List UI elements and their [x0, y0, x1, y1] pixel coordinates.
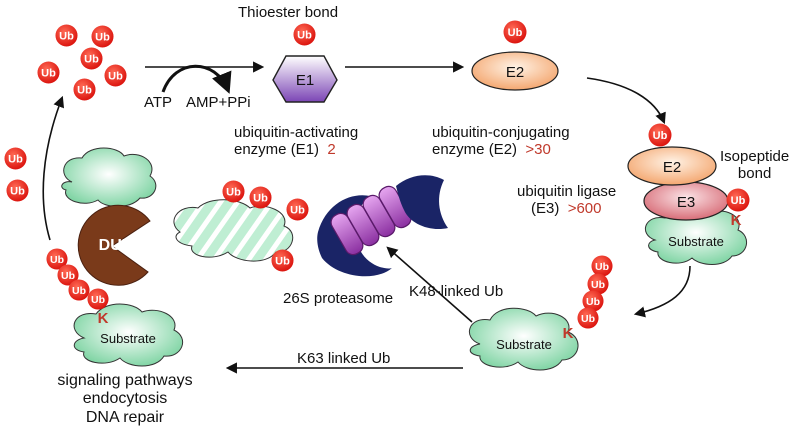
svg-text:Substrate: Substrate: [100, 331, 156, 346]
proteasome-core: [330, 185, 412, 256]
e1-enzyme: E1 Ub: [272, 23, 338, 103]
atp-label: ATP: [144, 94, 173, 111]
arrow-e3-to-polyub: [633, 265, 691, 318]
ubiquitin: Ub: [55, 24, 78, 47]
ubiquitin: Ub: [8, 154, 23, 166]
proteasome-label: 26S proteasome: [283, 290, 394, 307]
svg-text:Ub: Ub: [95, 32, 110, 44]
e3-description: ubiquitin ligase (E3) >600: [517, 183, 617, 218]
ubiquitin: Ub: [297, 30, 312, 42]
e1-description: ubiquitin-activating enzyme (E1) 2: [234, 124, 359, 159]
ubiquitin: Ub: [50, 254, 64, 266]
hatched-substrate: [173, 199, 294, 262]
ubiquitin: Ub: [595, 261, 609, 273]
ubiquitin: Ub: [91, 25, 114, 48]
e2-count: >30: [525, 141, 551, 159]
recycled-ubiquitin: Ub Ub: [4, 147, 29, 202]
degraded-substrate: Ub Ub Ub Ub: [173, 180, 309, 272]
polyubiquitinated-substrate: Substrate K Ub Ub Ub Ub: [469, 255, 613, 371]
k63-substrate: Substrate K Ub Ub Ub Ub: [46, 248, 184, 367]
ubiquitin: Ub: [104, 64, 127, 87]
arrow-k48-to-proteasome: [386, 246, 473, 323]
ubiquitin: Ub: [10, 186, 25, 198]
dub-enzyme: DUB: [77, 204, 151, 286]
svg-text:Ub: Ub: [59, 31, 74, 43]
e2-ellipse: [471, 51, 559, 91]
arrow-e2-to-e3: [586, 77, 666, 125]
ubiquitin: Ub: [581, 313, 595, 325]
outcome-item: DNA repair: [85, 408, 165, 426]
ubiquitin: Ub: [508, 27, 523, 39]
svg-text:E2: E2: [506, 64, 524, 81]
svg-text:Ub: Ub: [77, 85, 92, 97]
svg-text:Ub: Ub: [108, 71, 123, 83]
isopeptide-bond-label: Isopeptide bond: [720, 148, 790, 183]
lysine-label: K: [731, 212, 742, 229]
ubiquitin: Ub: [37, 61, 60, 84]
e2-e3-substrate-complex: Substrate E3 E2 Ub Ub K: [627, 123, 750, 265]
substrate-cloud: [469, 307, 579, 371]
arrow-recycle-ub: [42, 95, 65, 241]
svg-text:E3: E3: [677, 194, 695, 211]
ubiquitin: Ub: [586, 296, 600, 308]
k48-label: K48-linked Ub: [409, 283, 504, 300]
amp-ppi-label: AMP+PPi: [186, 94, 251, 111]
ubiquitin: Ub: [73, 78, 96, 101]
dub-pacman: [77, 204, 151, 286]
substrate-cloud: [73, 303, 184, 367]
svg-text:E1: E1: [296, 72, 314, 89]
ubiquitin: Ub: [226, 187, 241, 199]
proteasome: [317, 175, 448, 277]
ubiquitin: Ub: [591, 279, 605, 291]
arrows: [42, 61, 691, 374]
ubiquitin: Ub: [290, 205, 305, 217]
svg-text:DUB: DUB: [99, 237, 134, 254]
atp-consumption-arrow: [161, 64, 232, 94]
ubiquitin: Ub: [72, 285, 86, 297]
ubiquitin: Ub: [253, 193, 268, 205]
lysine-label: K: [98, 310, 109, 327]
svg-text:Substrate: Substrate: [668, 234, 724, 249]
k63-label: K63 linked Ub: [297, 350, 391, 367]
ubiquitin: Ub: [91, 294, 105, 306]
e1-hexagon: [272, 55, 338, 103]
e1-count: 2: [327, 141, 336, 159]
proteasome-cap-right: [396, 175, 448, 230]
e2-enzyme: E2 Ub: [471, 20, 559, 91]
cellular-outcomes: signaling pathways endocytosis DNA repai…: [40, 372, 210, 427]
e3-count: >600: [567, 200, 602, 218]
e2-ellipse: [627, 146, 717, 186]
thioester-bond-label: Thioester bond: [238, 4, 339, 21]
lysine-label: K: [563, 325, 574, 342]
svg-text:Substrate: Substrate: [496, 337, 552, 352]
svg-text:Ub: Ub: [41, 68, 56, 80]
ubiquitin: Ub: [275, 256, 290, 268]
svg-text:E2: E2: [663, 159, 681, 176]
free-substrate-cloud: [61, 147, 157, 207]
ubiquitin: Ub: [80, 47, 103, 70]
e2-description: ubiquitin-conjugating enzyme (E2) >30: [432, 124, 570, 159]
ubiquitin: Ub: [731, 195, 746, 207]
free-ubiquitin-pool: Ub Ub Ub Ub Ub Ub: [37, 24, 127, 101]
outcome-item: endocytosis: [82, 390, 168, 408]
outcome-item: signaling pathways: [57, 372, 193, 389]
svg-text:Ub: Ub: [84, 54, 99, 66]
ubiquitin: Ub: [653, 130, 668, 142]
ubiquitin: Ub: [61, 270, 75, 282]
